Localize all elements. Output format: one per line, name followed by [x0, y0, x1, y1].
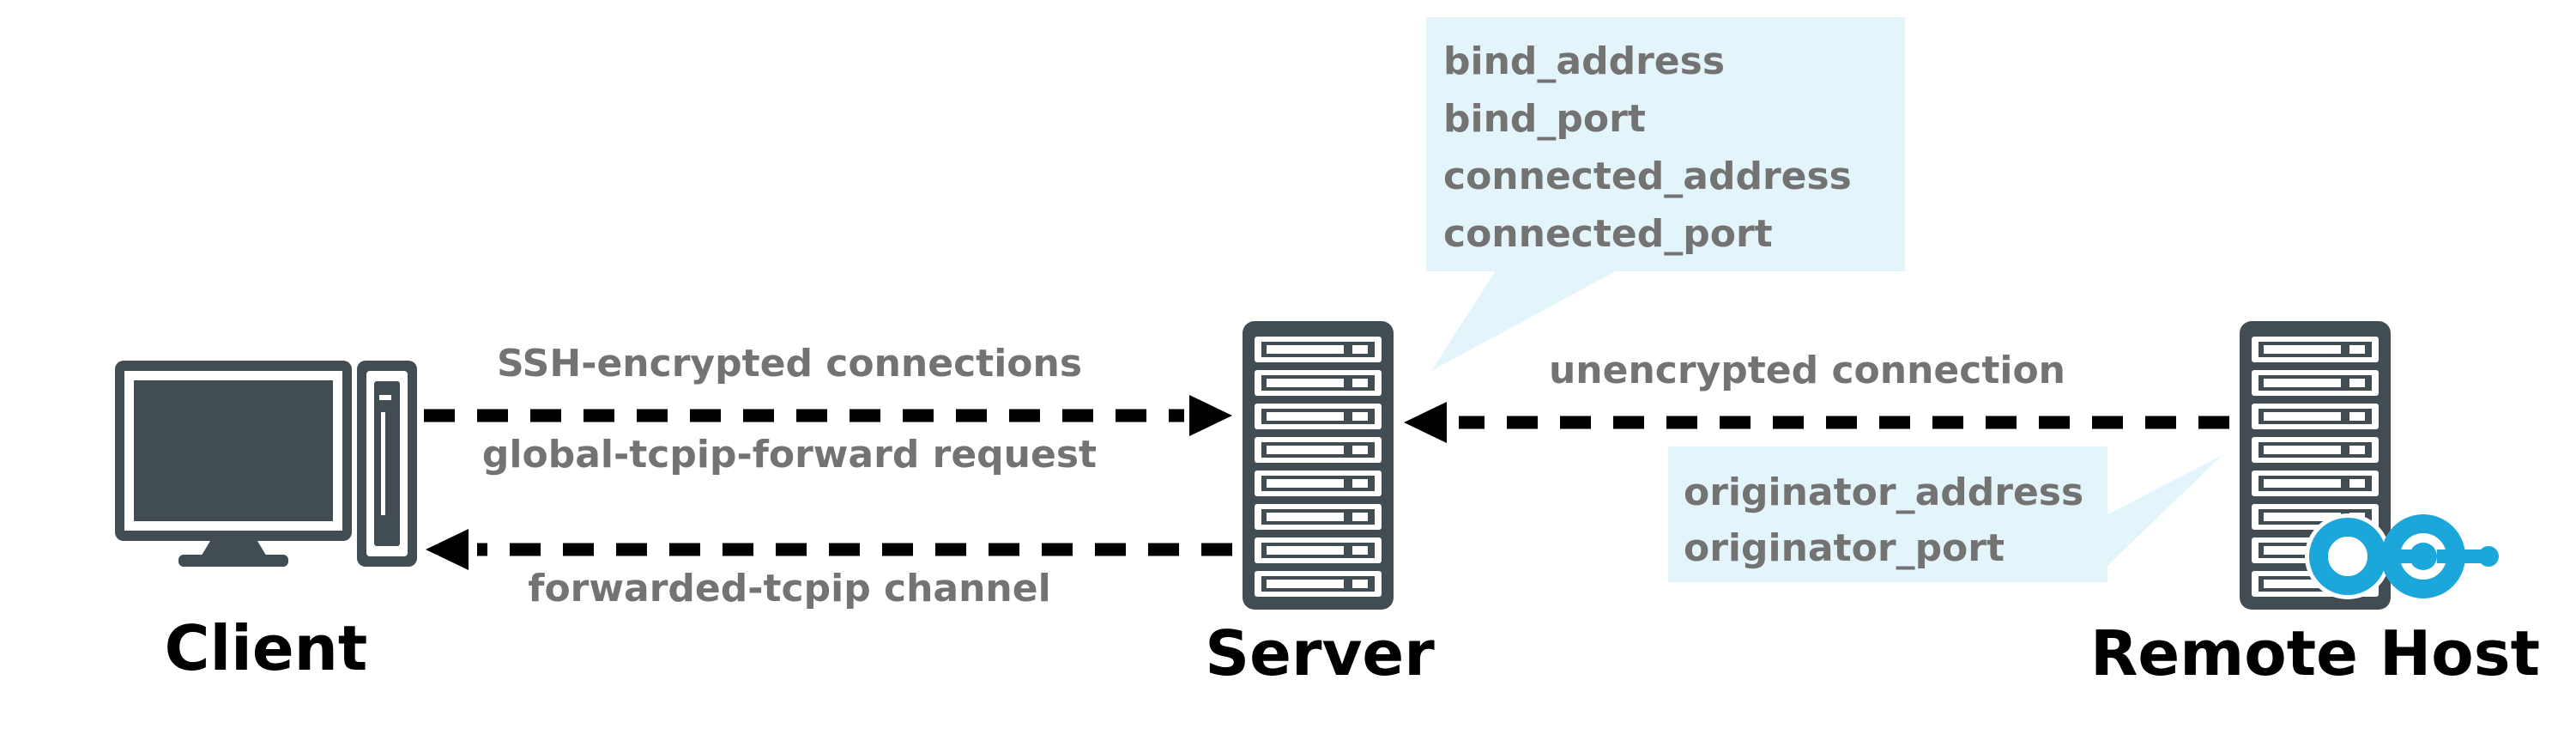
server-rack-unit-bar — [1267, 446, 1344, 454]
remote-rack-unit-bar — [2264, 479, 2341, 488]
remote-rack-unit-indicator — [2349, 446, 2365, 454]
remote-callout-pointer — [2107, 455, 2222, 567]
server-rack-unit-bar — [1267, 546, 1344, 555]
remote-rack-unit-indicator — [2349, 412, 2365, 421]
arrow-server-to-client-head — [426, 529, 469, 570]
server-rack-unit-indicator — [1352, 546, 1368, 555]
node-label-server: Server — [1205, 617, 1435, 689]
server-callout: bind_address bind_port connected_address… — [1426, 17, 1905, 371]
tower-face — [374, 381, 400, 546]
server-callout-box — [1426, 17, 1905, 271]
server-rack-unit-indicator — [1352, 412, 1368, 421]
server-rack-unit-bar — [1267, 513, 1344, 521]
server-rack-unit-indicator — [1352, 479, 1368, 488]
server-rack-unit-bar — [1267, 379, 1344, 387]
edge-label-global-tcpip-forward: global-tcpip-forward request — [482, 433, 1097, 477]
server-rack-unit-indicator — [1352, 446, 1368, 454]
edge-server-to-client — [426, 529, 1232, 570]
tunnel-tail — [2437, 550, 2488, 563]
server-callout-pointer — [1431, 268, 1622, 371]
server-rack-unit-indicator — [1352, 379, 1368, 387]
remote-rack-unit-bar — [2264, 446, 2341, 454]
arrow-remote-to-server-head — [1404, 402, 1447, 443]
remote-rack-unit-bar — [2264, 345, 2341, 354]
server-rack-unit-bar — [1267, 580, 1344, 588]
callout-field-bind-port: bind_port — [1443, 97, 1646, 141]
remote-rack-unit-bar — [2264, 546, 2341, 555]
server-rack-unit-indicator — [1352, 345, 1368, 354]
server-rack-with-tunnel-icon — [2240, 321, 2499, 610]
callout-field-originator-address: originator_address — [1684, 471, 2083, 514]
remote-rack-unit-indicator — [2349, 479, 2365, 488]
tunnel-core — [2410, 543, 2437, 570]
node-label-remote-host: Remote Host — [2090, 617, 2540, 689]
callout-field-connected-address: connected_address — [1443, 155, 1852, 198]
tower-drive-slot — [381, 412, 385, 515]
remote-rack-unit-indicator — [2349, 379, 2365, 387]
server-rack-unit-indicator — [1352, 513, 1368, 521]
remote-callout: originator_address originator_port — [1668, 446, 2222, 582]
monitor-base — [178, 555, 288, 567]
node-label-client: Client — [165, 612, 368, 684]
edge-client-to-server — [424, 395, 1232, 436]
server-rack-unit-bar — [1267, 412, 1344, 421]
edge-label-ssh-encrypted: SSH-encrypted connections — [497, 342, 1082, 386]
remote-rack-unit-bar — [2264, 513, 2341, 521]
edge-label-forwarded-tcpip: forwarded-tcpip channel — [528, 567, 1050, 610]
server-rack-unit-bar — [1267, 479, 1344, 488]
remote-rack-unit-bar — [2264, 580, 2341, 588]
server-rack-units — [1255, 337, 1382, 597]
tunnel-tail-knob — [2478, 546, 2499, 567]
remote-rack-unit-indicator — [2349, 345, 2365, 354]
server-rack-unit-indicator — [1352, 580, 1368, 588]
callout-field-connected-port: connected_port — [1443, 212, 1773, 256]
tunnel-icon — [2305, 513, 2499, 599]
callout-field-bind-address: bind_address — [1443, 39, 1725, 83]
callout-field-originator-port: originator_port — [1684, 526, 2005, 570]
server-rack-body — [1243, 321, 1394, 610]
remote-rack-unit-bar — [2264, 412, 2341, 421]
monitor-neck — [200, 541, 268, 558]
tower-button — [379, 395, 391, 400]
server-rack-icon — [1243, 321, 1394, 610]
monitor-screen — [134, 380, 333, 521]
edge-label-unencrypted: unencrypted connection — [1549, 349, 2065, 392]
desktop-computer-icon — [115, 361, 417, 567]
arrow-client-to-server-head — [1189, 395, 1232, 436]
remote-callout-box — [1668, 446, 2107, 582]
edge-remote-to-server — [1404, 402, 2229, 443]
remote-rack-unit-bar — [2264, 379, 2341, 387]
server-rack-unit-bar — [1267, 345, 1344, 354]
